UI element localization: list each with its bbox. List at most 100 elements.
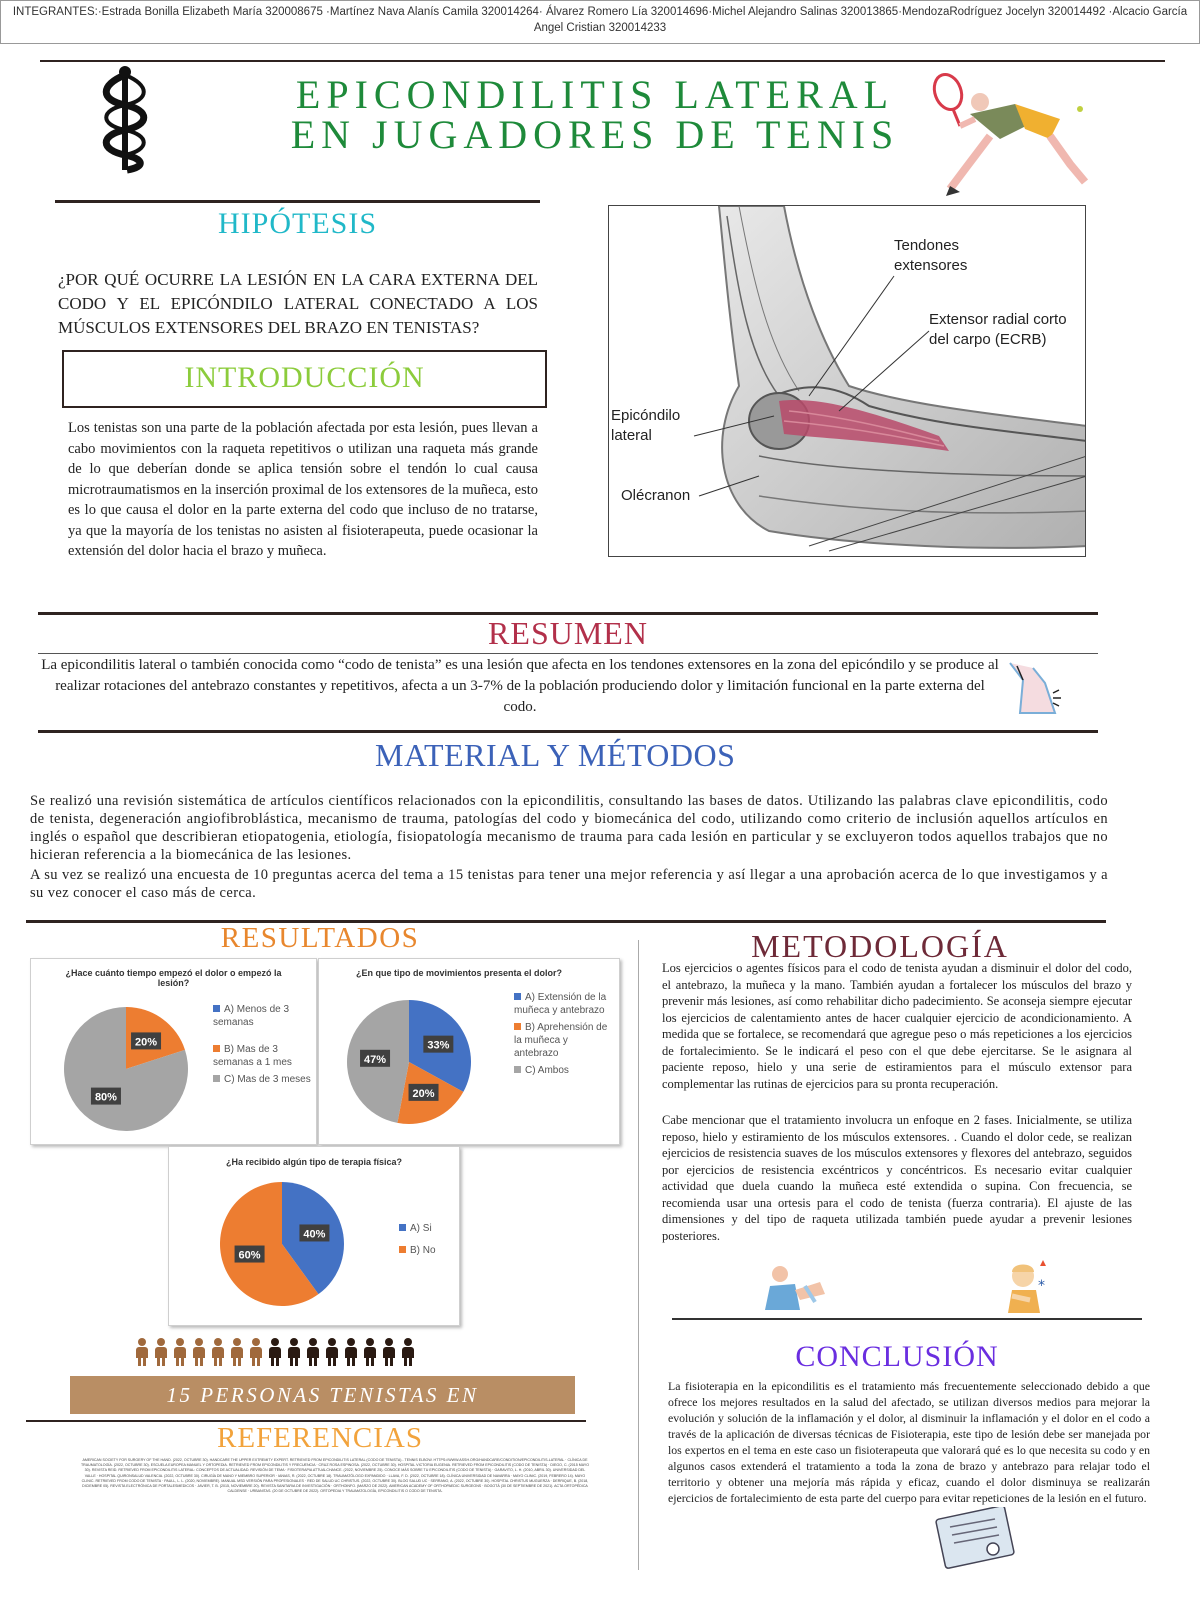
pie-data-label: 33% (423, 1035, 454, 1053)
introduccion-heading: INTRODUCCIÓN (184, 361, 425, 394)
title-line-1: EPICONDILITIS LATERAL (295, 72, 895, 117)
pie-data-label: 20% (408, 1083, 439, 1101)
resultados-top-rule (26, 920, 1106, 923)
legend-swatch (514, 1066, 521, 1073)
chart-3-legend: A) Si B) No (399, 1222, 459, 1257)
chart-1: ¿Hace cuánto tiempo empezó el dolor o em… (30, 958, 317, 1145)
label-extensor: Extensor radial corto del carpo (ECRB) (929, 311, 1067, 348)
poster-title: EPICONDILITIS LATERAL EN JUGADORES DE TE… (230, 75, 960, 155)
material-top-rule (38, 730, 1098, 733)
legend-label: A) Extensión de la muñeca y antebrazo (514, 992, 607, 1016)
svg-text:33%: 33% (427, 1040, 449, 1052)
header-divider (40, 60, 1165, 62)
conclusion-text: La fisioterapia en la epicondilitis es e… (668, 1379, 1150, 1505)
document-icon (925, 1505, 1020, 1569)
referencias-top-rule (26, 1420, 586, 1422)
pie-data-label: 20% (131, 1032, 162, 1050)
label-tendones: Tendones extensores (894, 237, 968, 274)
chart-1-legend-b: B) Mas de 3 semanas a 1 mes (213, 1043, 313, 1069)
pain-person-illustration: * (998, 1258, 1053, 1313)
title-line-2: EN JUGADORES DE TENIS (290, 112, 900, 157)
referencias-text: AMERICAN SOCIETY FOR SURGERY OF THE HAND… (80, 1458, 590, 1494)
legend-label: B) Aprehensión de la muñeca y antebrazo (514, 1022, 608, 1059)
resumen-text: La epicondilitis lateral o también conoc… (41, 657, 999, 715)
chart-1-legend: A) Menos de 3 semanas B) Mas de 3 semana… (213, 1003, 313, 1086)
resumen-top-rule (38, 612, 1098, 615)
chart-2-legend-b: B) Aprehensión de la muñeca y antebrazo (514, 1021, 614, 1060)
svg-text:20%: 20% (413, 1088, 435, 1100)
person-icon (306, 1338, 320, 1366)
legend-swatch (399, 1224, 406, 1231)
person-icon (363, 1338, 377, 1366)
legend-label: B) Mas de 3 semanas a 1 mes (213, 1044, 292, 1068)
person-icon (192, 1338, 206, 1366)
chart-3-pie: 40% 60% (219, 1182, 344, 1306)
svg-text:60%: 60% (239, 1250, 261, 1262)
svg-text:47%: 47% (364, 1054, 386, 1066)
elbow-pain-icon (1005, 658, 1065, 716)
chart-1-legend-a: A) Menos de 3 semanas (213, 1003, 313, 1029)
svg-text:40%: 40% (303, 1228, 325, 1240)
introduccion-box: INTRODUCCIÓN (62, 350, 547, 408)
person-icon (249, 1338, 263, 1366)
chart-2-pie: 33% 20% 47% (347, 1000, 471, 1124)
chart-2: ¿En que tipo de movimientos presenta el … (318, 958, 620, 1145)
material-heading: MATERIAL Y MÉTODOS (375, 737, 736, 773)
person-icon (344, 1338, 358, 1366)
resumen-mid-rule (38, 653, 1098, 654)
chart-1-pie: 0%20%80% (63, 1007, 188, 1131)
resumen-heading: RESUMEN (488, 615, 648, 651)
chart-2-legend: A) Extensión de la muñeca y antebrazo B)… (514, 991, 614, 1077)
metodologia-text-1: Los ejercicios o agentes físicos para el… (662, 961, 1132, 1091)
chart-2-legend-c: C) Ambos (514, 1064, 614, 1077)
svg-text:80%: 80% (95, 1092, 117, 1104)
chart-3-legend-b: B) No (399, 1244, 459, 1257)
legend-swatch (213, 1005, 220, 1012)
material-text-1: Se realizó una revisión sistemática de a… (30, 793, 1108, 863)
metodologia-heading: METODOLOGÍA (751, 928, 1009, 964)
chart-1-title: ¿Hace cuánto tiempo empezó el dolor o em… (65, 968, 282, 988)
person-icon (325, 1338, 339, 1366)
elbow-anatomy-figure: Tendones extensores Extensor radial cort… (608, 205, 1086, 557)
legend-label: B) No (410, 1245, 436, 1256)
chart-1-legend-c: C) Mas de 3 meses (213, 1073, 313, 1086)
pie-data-label: 40% (299, 1224, 330, 1242)
person-icon (287, 1338, 301, 1366)
svg-text:*: * (1038, 1278, 1045, 1294)
legend-swatch (213, 1045, 220, 1052)
metodologia-text-2: Cabe mencionar que el tratamiento involu… (662, 1113, 1132, 1243)
tennis-player-illustration (920, 64, 1095, 199)
legend-label: A) Menos de 3 semanas (213, 1004, 290, 1028)
person-icon (173, 1338, 187, 1366)
chart-2-title: ¿En que tipo de movimientos presenta el … (355, 968, 563, 978)
column-divider (638, 940, 639, 1570)
caduceus-icon (95, 65, 155, 175)
legend-swatch (399, 1246, 406, 1253)
chart-2-legend-a: A) Extensión de la muñeca y antebrazo (514, 991, 614, 1017)
label-epicondilo: Epicóndilo lateral (611, 407, 681, 444)
person-icon (135, 1338, 149, 1366)
hipotesis-text: ¿POR QUÉ OCURRE LA LESIÓN EN LA CARA EXT… (58, 270, 538, 337)
chart-3: ¿Ha recibido algún tipo de terapia físic… (168, 1146, 460, 1326)
referencias-heading: REFERENCIAS (217, 1422, 423, 1454)
therapy-illustration (760, 1262, 830, 1310)
chart-3-title: ¿Ha recibido algún tipo de terapia físic… (225, 1157, 403, 1167)
people-icons-row (135, 1338, 605, 1368)
chart-3-legend-a: A) Si (399, 1222, 459, 1235)
label-olecranon: Olécranon (621, 487, 691, 504)
person-icon (268, 1338, 282, 1366)
person-icon (211, 1338, 225, 1366)
person-icon (401, 1338, 415, 1366)
pie-data-label: 80% (90, 1087, 121, 1105)
person-icon (230, 1338, 244, 1366)
person-icon (382, 1338, 396, 1366)
legend-swatch (514, 993, 521, 1000)
integrantes-text: INTEGRANTES:·Estrada Bonilla Elizabeth M… (12, 6, 1188, 34)
pie-data-label: 60% (234, 1245, 265, 1263)
legend-label: A) Si (410, 1223, 432, 1234)
legend-swatch (514, 1023, 521, 1030)
legend-label: C) Mas de 3 meses (224, 1074, 311, 1085)
hipotesis-top-rule (55, 200, 540, 203)
hipotesis-heading: HIPÓTESIS (217, 207, 377, 240)
person-icon (154, 1338, 168, 1366)
